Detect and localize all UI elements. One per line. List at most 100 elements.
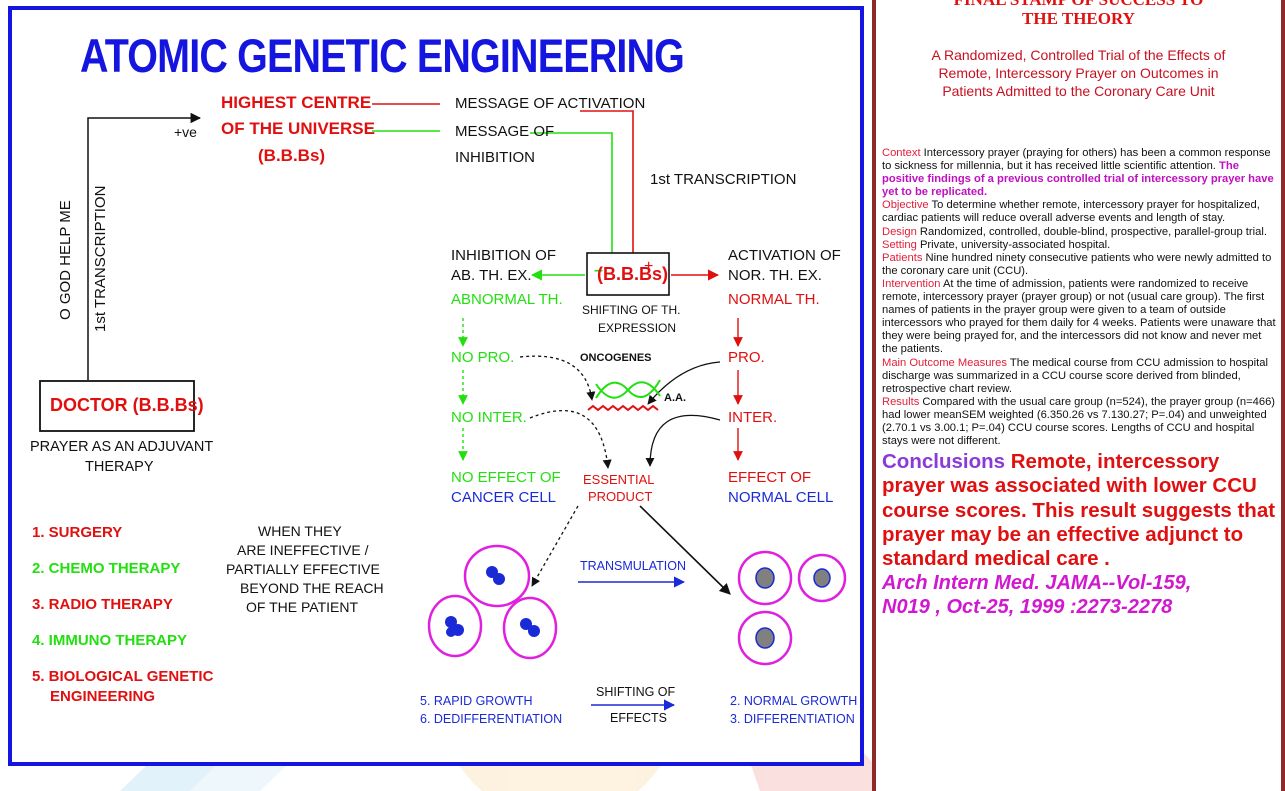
normal-cells — [737, 550, 847, 666]
inhibition-arrow — [530, 132, 618, 270]
pro: PRO. — [728, 349, 765, 366]
vertical-transcription-text: 1st TRANSCRIPTION — [92, 185, 109, 332]
aa-label: A.A. — [664, 392, 686, 404]
therapy-item-immuno: 4. IMMUNO THERAPY — [32, 632, 188, 649]
therapy-item-biological-cont: ENGINEERING — [50, 688, 156, 705]
conclusions-paragraph: Conclusions Remote, intercessory prayer … — [882, 450, 1278, 571]
plus-sign: + — [644, 258, 654, 275]
message-inhibition-line2: INHIBITION — [455, 149, 536, 166]
to-cancer-cells-arrow — [531, 505, 579, 587]
oncogene-helix — [595, 379, 661, 399]
when-line2: ARE INEFFECTIVE / — [237, 542, 369, 558]
setting-paragraph: Setting Private, university-associated h… — [882, 239, 1278, 252]
activation-arrow — [580, 110, 639, 270]
panel-header-line2: THE THEORY — [1022, 9, 1135, 28]
context-highlight: The positive findings of a previous cont… — [882, 160, 1274, 199]
outcome-text: The medical course from CCU admission to… — [882, 356, 1268, 395]
objective-paragraph: Objective To determine whether remote, i… — [882, 199, 1278, 225]
results-paragraph: Results Compared with the usual care gro… — [882, 396, 1278, 448]
citation-line1: Arch Intern Med. JAMA--Vol-159, — [882, 572, 1192, 595]
amino-acid-zigzag — [587, 404, 659, 412]
patients-paragraph: Patients Nine hundred ninety consecutive… — [882, 252, 1278, 278]
objective-label: Objective — [882, 199, 929, 212]
center-box-label: (B.B.Bs) — [597, 264, 668, 284]
doctor-box-label: DOCTOR (B.B.Bs) — [50, 395, 204, 415]
study-title-line1: A Randomized, Controlled Trial of the Ef… — [931, 47, 1226, 63]
context-text: Intercessory prayer (praying for others)… — [882, 147, 1271, 173]
abnormal-th: ABNORMAL TH. — [451, 291, 563, 308]
intervention-label: Intervention — [882, 277, 941, 290]
no-pro: NO PRO. — [451, 349, 515, 366]
patients-label: Patients — [882, 251, 923, 264]
prayer-adjuvant-line1: PRAYER AS AN ADJUVANT — [30, 439, 214, 455]
study-panel-inner: FINAL STAMP OF SUCCESS TO THE THEORY A R… — [876, 0, 1281, 791]
conclusions-label: Conclusions — [882, 450, 1006, 474]
activation-label-line2: NOR. TH. EX. — [728, 267, 822, 284]
setting-text: Private, university-associated hospital. — [916, 238, 1111, 251]
minus-sign: – — [594, 262, 603, 279]
patients-text: Nine hundred ninety consecutive patients… — [882, 251, 1272, 277]
intervention-text: At the time of admission, patients were … — [882, 277, 1276, 356]
essential-product-line2: PRODUCT — [588, 489, 653, 504]
message-inhibition-line1: MESSAGE OF — [455, 123, 555, 140]
highest-centre-line3: (B.B.Bs) — [258, 146, 326, 165]
inter: INTER. — [728, 409, 778, 426]
intervention-paragraph: Intervention At the time of admission, p… — [882, 278, 1278, 357]
differentiation: 3. DIFFERENTIATION — [730, 712, 855, 726]
design-label: Design — [882, 225, 917, 238]
panel-header-line1: FINAL STAMP OF SUCCESS TO — [876, 0, 1281, 10]
objective-text: To determine whether remote, intercessor… — [882, 199, 1260, 225]
study-title-line2: Remote, Intercessory Prayer on Outcomes … — [938, 65, 1219, 81]
nopro-dotted-curve — [519, 355, 596, 401]
normal-th: NORMAL TH. — [728, 291, 820, 308]
design-text: Randomized, controlled, double-blind, pr… — [916, 225, 1267, 238]
cancer-cells — [427, 544, 558, 660]
when-line4: BEYOND THE REACH — [240, 580, 384, 596]
study-panel: FINAL STAMP OF SUCCESS TO THE THEORY A R… — [872, 0, 1285, 791]
context-paragraph: Context Intercessory prayer (praying for… — [882, 147, 1278, 199]
normal-growth: 2. NORMAL GROWTH — [730, 694, 858, 708]
doctor-box — [39, 380, 195, 432]
conclusions-text: Remote, intercessory prayer was associat… — [882, 450, 1276, 570]
no-effect-line1: NO EFFECT OF — [451, 469, 561, 486]
pro-solid-curve — [647, 361, 721, 405]
plus-ve-label: +ve — [174, 124, 197, 140]
nointer-dotted-curve — [529, 409, 612, 469]
when-line1: WHEN THEY — [258, 523, 342, 539]
first-transcription-right: 1st TRANSCRIPTION — [650, 171, 797, 188]
outcome-paragraph: Main Outcome Measures The medical course… — [882, 357, 1278, 396]
effect-line1: EFFECT OF — [728, 469, 812, 486]
therapy-item-biological: 5. BIOLOGICAL GENETIC — [32, 668, 214, 685]
inhibition-label-line2: AB. TH. EX. — [451, 267, 532, 284]
therapy-item-chemo: 2. CHEMO THERAPY — [32, 560, 181, 577]
inter-solid-curve — [645, 414, 721, 467]
therapy-item-surgery: 1. SURGERY — [32, 524, 123, 541]
shifting-expression-line2: EXPRESSION — [598, 321, 677, 335]
abstract-body: Context Intercessory prayer (praying for… — [882, 147, 1278, 619]
when-line3: PARTIALLY EFFECTIVE — [226, 561, 380, 577]
transmulation-label: TRANSMULATION — [580, 559, 687, 573]
shifting-effects-line2: EFFECTS — [610, 711, 667, 725]
rapid-growth: 5. RAPID GROWTH — [420, 694, 533, 708]
highest-centre-line2: OF THE UNIVERSE — [221, 119, 375, 138]
context-label: Context — [882, 147, 921, 159]
no-effect-line2: CANCER CELL — [451, 489, 557, 506]
prayer-adjuvant-line2: THERAPY — [85, 459, 154, 475]
citation-line2: N019 , Oct-25, 1999 :2273-2278 — [882, 596, 1173, 619]
therapy-item-radio: 3. RADIO THERAPY — [32, 596, 173, 613]
outcome-label: Main Outcome Measures — [882, 356, 1007, 369]
essential-product-line1: ESSENTIAL — [583, 472, 655, 487]
message-activation: MESSAGE OF ACTIVATION — [455, 95, 646, 112]
study-title-line3: Patients Admitted to the Coronary Care U… — [942, 83, 1215, 99]
dedifferentiation: 6. DEDIFFERENTIATION — [420, 712, 563, 726]
shifting-effects-line1: SHIFTING OF — [596, 685, 676, 699]
main-title: ATOMIC GENETIC ENGINEERING — [80, 29, 685, 82]
vertical-prayer-text: O GOD HELP ME — [57, 200, 74, 320]
effect-line2: NORMAL CELL — [728, 489, 834, 506]
design-paragraph: Design Randomized, controlled, double-bl… — [882, 226, 1278, 239]
prayer-path-line — [87, 112, 202, 380]
shifting-expression-line1: SHIFTING OF TH. — [582, 303, 681, 317]
no-inter: NO INTER. — [451, 409, 527, 426]
results-text: Compared with the usual care group (n=52… — [882, 395, 1276, 448]
